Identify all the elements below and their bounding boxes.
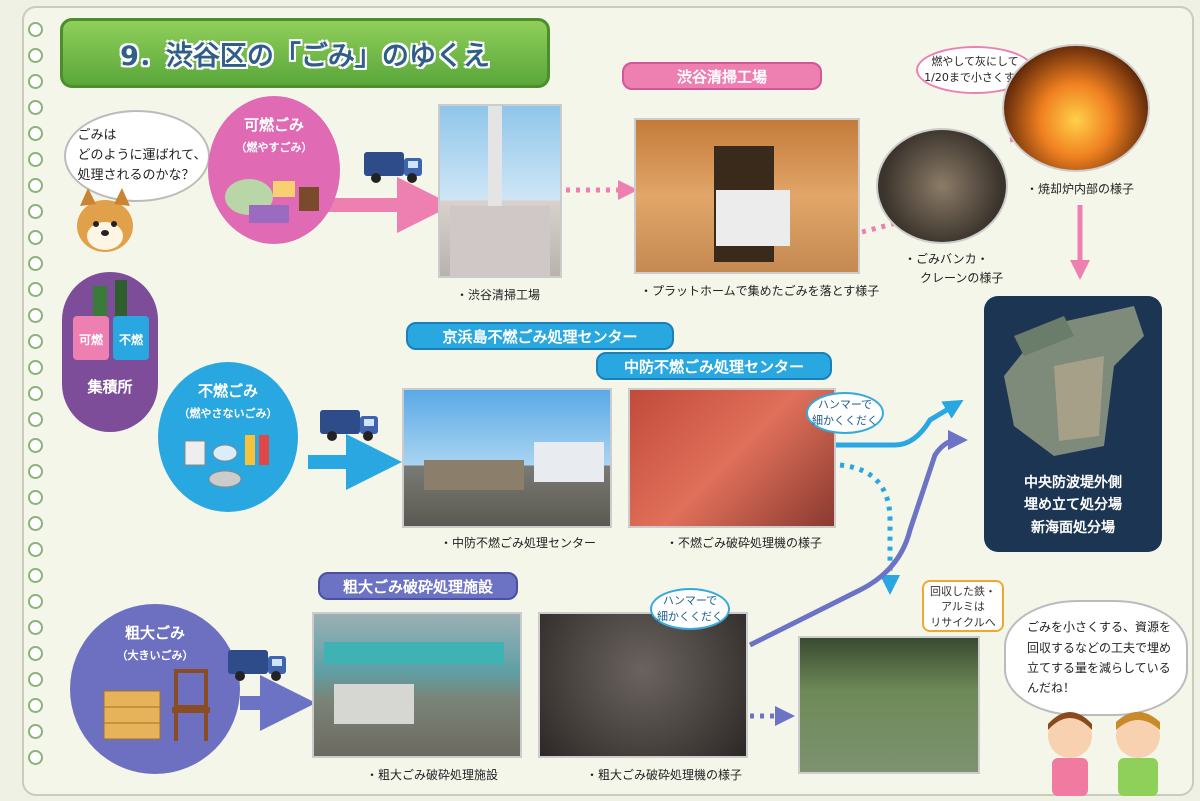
caption-nonburn-crusher: ・不燃ごみ破砕処理機の様子 — [666, 536, 823, 550]
caption-bunker: ・ごみバンカ・ クレーンの様子 — [904, 250, 1003, 288]
dog-bubble-line: ごみは — [77, 127, 117, 143]
hammer-note-line: ハンマーで — [662, 594, 718, 608]
burnable-sublabel: （燃やすごみ） — [235, 141, 313, 154]
furnace-photo — [1002, 44, 1150, 172]
hammer-note-line: 細かくくだく — [812, 414, 878, 427]
dog-speech-bubble: ごみは どのように運ばれて、 処理されるのかな？ — [64, 110, 210, 202]
bulky-facility-photo — [312, 612, 522, 758]
garbage-bins-icon: 可燃 不燃 — [73, 280, 149, 360]
banner-shibuya-plant: 渋谷清掃工場 — [622, 62, 822, 90]
nonburnable-sublabel: （燃やさないごみ） — [178, 407, 278, 420]
burnable-items-icon — [225, 179, 319, 223]
banner-bulky-facility: 粗大ごみ破砕処理施設 — [318, 572, 518, 600]
hammer-note-line: ハンマーで — [817, 398, 873, 412]
bunker-crane-photo — [876, 128, 1008, 244]
recycle-warehouse-photo — [798, 636, 980, 774]
caption-bunker-line: ・ごみバンカ・ — [904, 252, 989, 266]
bulky-label: 粗大ごみ — [124, 624, 185, 642]
dog-mascot-icon — [77, 188, 133, 252]
furnace-note-line: 燃やして灰にして — [931, 55, 1019, 69]
landfill-label-line: 埋め立て処分場 — [1024, 497, 1122, 514]
kids-bubble-line: んだね！ — [1026, 681, 1075, 696]
recycle-note-line: リサイクルへ — [930, 615, 996, 629]
kids-bubble-line: 立てする量を減らしている — [1026, 661, 1171, 675]
caption-shibuya-plant: ・渋谷清掃工場 — [456, 288, 541, 302]
banner-keihinjima-center: 京浜島不燃ごみ処理センター — [406, 322, 674, 350]
collection-point-label: 集積所 — [87, 378, 133, 396]
caption-platform: ・プラットホームで集めたごみを落とす様子 — [640, 284, 880, 298]
bulky-items-icon — [103, 669, 210, 741]
page-title: 9．渋谷区の「ごみ」のゆくえ — [60, 18, 550, 88]
bin-nonburnable-label: 不燃 — [119, 332, 144, 347]
kids-bubble-line: 回収するなどの工夫で埋め — [1026, 640, 1171, 655]
children-illustration-icon — [1048, 712, 1160, 796]
landfill-panel: 中央防波堤外側 埋め立て処分場 新海面処分場 — [984, 296, 1162, 552]
caption-bunker-line: クレーンの様子 — [920, 271, 1004, 286]
arrow-crusher-to-recycle — [839, 462, 900, 595]
caption-bulky-crusher: ・粗大ごみ破砕処理機の様子 — [586, 768, 743, 782]
caption-furnace: ・焼却炉内部の様子 — [1026, 182, 1135, 196]
bulky-sublabel: （大きいごみ） — [116, 649, 194, 662]
hammer-note-bubble: ハンマーで 細かくくだく — [806, 392, 884, 434]
nonburnable-label: 不燃ごみ — [197, 382, 258, 400]
chubo-center-photo — [402, 388, 612, 528]
bulky-waste-circle: 粗大ごみ （大きいごみ） — [70, 604, 240, 774]
garbage-truck-icon — [228, 650, 286, 681]
garbage-truck-icon — [320, 410, 378, 441]
arrow-bulky-crusher-to-landfill — [748, 430, 968, 648]
recycle-note: 回収した鉄・ アルミは リサイクルへ — [922, 580, 1004, 632]
landfill-aerial-map — [1004, 306, 1144, 456]
caption-bulky-facility: ・粗大ごみ破砕処理施設 — [366, 768, 499, 782]
furnace-note-line: 1/20まで小さくする — [924, 71, 1026, 84]
arrow-crusher-to-landfill — [836, 399, 964, 448]
hammer-note-line: 細かくくだく — [657, 610, 723, 623]
shibuya-plant-photo — [438, 104, 562, 278]
bulky-crusher-photo — [538, 612, 748, 758]
landfill-label-line: 新海面処分場 — [1031, 519, 1115, 536]
bin-burnable-label: 可燃 — [79, 332, 104, 347]
recycle-note-line: アルミは — [941, 600, 985, 614]
banner-chubo-center: 中防不燃ごみ処理センター — [596, 352, 832, 380]
nonburnable-items-icon — [184, 435, 269, 488]
nonburn-crusher-photo — [628, 388, 836, 528]
dog-bubble-line: どのように運ばれて、 — [77, 147, 207, 163]
kids-bubble-line: ごみを小さくする、資源を — [1026, 620, 1171, 635]
dog-bubble-line: 処理されるのかな？ — [77, 168, 195, 184]
collection-point-panel: 可燃 不燃 集積所 — [62, 272, 158, 432]
burnable-label: 可燃ごみ — [243, 116, 304, 134]
garbage-truck-icon — [364, 152, 422, 183]
recycle-note-line: 回収した鉄・ — [930, 585, 996, 598]
burnable-waste-circle: 可燃ごみ （燃やすごみ） — [208, 96, 340, 244]
page-title-text: 9．渋谷区の「ごみ」のゆくえ — [120, 40, 490, 72]
platform-photo — [634, 118, 860, 274]
nonburnable-waste-circle: 不燃ごみ （燃やさないごみ） — [158, 362, 298, 512]
caption-chubo-center: ・中防不燃ごみ処理センター — [440, 536, 597, 550]
hammer-note-bubble: ハンマーで 細かくくだく — [650, 588, 730, 630]
landfill-label-line: 中央防波堤外側 — [1024, 475, 1122, 491]
kids-speech-bubble: ごみを小さくする、資源を 回収するなどの工夫で埋め 立てする量を減らしている ん… — [1004, 600, 1188, 716]
